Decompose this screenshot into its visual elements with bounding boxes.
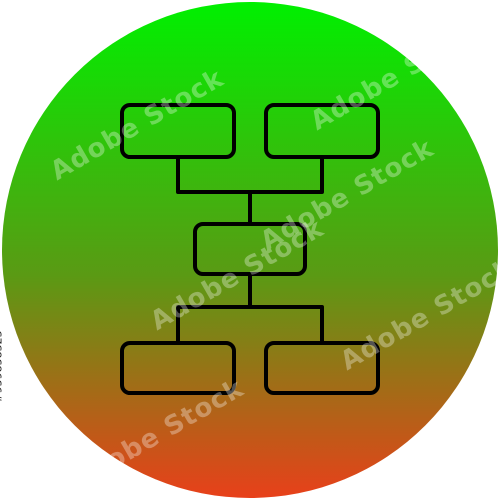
bottom-connector: [176, 272, 324, 345]
top-connector: [176, 155, 324, 226]
stock-id-label: #959858323: [0, 330, 5, 403]
